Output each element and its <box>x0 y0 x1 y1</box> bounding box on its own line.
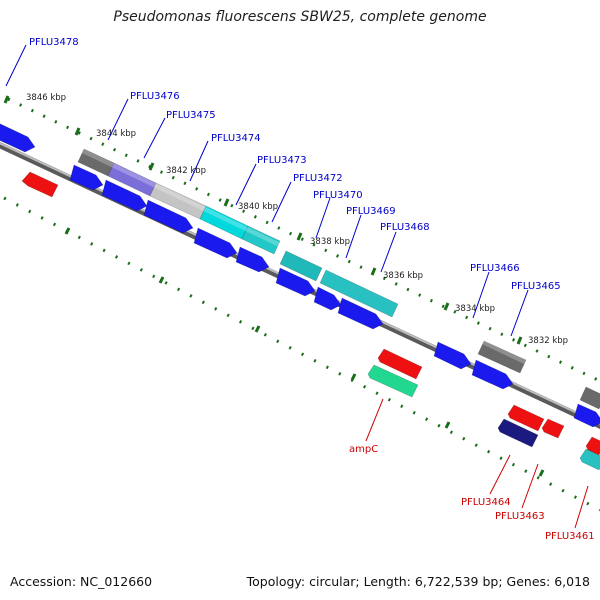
scale-track-inner <box>3 196 600 512</box>
bottom-label-leaders <box>365 398 589 529</box>
gene-PFLU3465[interactable] <box>579 386 600 410</box>
label-ampC[interactable]: ampC <box>349 444 378 455</box>
gene-rev-red-2[interactable] <box>541 418 565 439</box>
label-PFLU3475[interactable]: PFLU3475 <box>166 110 216 121</box>
label-PFLU3478[interactable]: PFLU3478 <box>29 37 79 48</box>
tick-label-3846: 3846 kbp <box>26 93 66 103</box>
gene-fwd-blue-3[interactable] <box>143 199 194 234</box>
gene-PFLU3463[interactable] <box>507 404 545 432</box>
label-PFLU3474[interactable]: PFLU3474 <box>211 133 261 144</box>
label-PFLU3473[interactable]: PFLU3473 <box>257 155 307 166</box>
accession-text: Accession: NC_012660 <box>10 574 153 589</box>
gene-fwd-blue-5[interactable] <box>235 246 270 273</box>
gene-fwd-blue-10[interactable] <box>471 359 514 390</box>
top-gene-labels: PFLU3478 PFLU3476 PFLU3475 PFLU3474 PFLU… <box>29 37 561 292</box>
label-PFLU3465[interactable]: PFLU3465 <box>511 281 561 292</box>
reverse-strand-genes <box>21 171 600 471</box>
gene-PFLU3478[interactable] <box>0 120 36 153</box>
gene-ampC[interactable] <box>367 364 419 398</box>
tick-label-3838: 3838 kbp <box>310 237 350 247</box>
scale-track-outer <box>7 97 600 383</box>
topology-text: Topology: circular; Length: 6,722,539 bp… <box>246 574 590 589</box>
gene-fwd-blue-2[interactable] <box>101 179 148 212</box>
tick-label-3836: 3836 kbp <box>383 271 423 281</box>
gene-fwd-blue-7[interactable] <box>313 286 342 311</box>
gene-ampC-partner[interactable] <box>377 348 423 380</box>
map-title: Pseudomonas fluorescens SBW25, complete … <box>113 9 487 25</box>
label-PFLU3470[interactable]: PFLU3470 <box>313 190 363 201</box>
tick-label-3840: 3840 kbp <box>238 202 278 212</box>
gene-fwd-blue-6[interactable] <box>275 267 316 297</box>
label-PFLU3463[interactable]: PFLU3463 <box>495 511 545 522</box>
forward-strand-genes <box>0 120 600 428</box>
top-label-leaders <box>5 44 529 337</box>
gene-rev-red-1[interactable] <box>21 171 59 198</box>
label-PFLU3466[interactable]: PFLU3466 <box>470 263 520 274</box>
label-PFLU3461[interactable]: PFLU3461 <box>545 531 595 542</box>
label-PFLU3468[interactable]: PFLU3468 <box>380 222 430 233</box>
label-PFLU3469[interactable]: PFLU3469 <box>346 206 396 217</box>
tick-label-3842: 3842 kbp <box>166 166 206 176</box>
label-PFLU3476[interactable]: PFLU3476 <box>130 91 180 102</box>
gene-PFLU3472[interactable] <box>241 225 281 255</box>
tick-label-3834: 3834 kbp <box>455 304 495 314</box>
gene-fwd-blue-9[interactable] <box>433 341 472 370</box>
label-PFLU3472[interactable]: PFLU3472 <box>293 173 343 184</box>
gene-fwd-blue-4[interactable] <box>193 227 238 259</box>
gene-fwd-blue-8[interactable] <box>337 297 384 330</box>
gene-fwd-blue-1[interactable] <box>69 164 104 191</box>
gene-PFLU3469[interactable] <box>319 269 399 318</box>
tick-label-3844: 3844 kbp <box>96 129 136 139</box>
tick-label-3832: 3832 kbp <box>528 336 568 346</box>
kbp-ticks <box>3 95 545 477</box>
bottom-gene-labels: ampC PFLU3464 PFLU3463 PFLU3461 <box>349 444 595 542</box>
gene-fwd-blue-11[interactable] <box>573 403 600 428</box>
gene-rev-cyan[interactable] <box>579 448 600 471</box>
gene-PFLU3464[interactable] <box>497 418 539 448</box>
label-PFLU3464[interactable]: PFLU3464 <box>461 497 511 508</box>
gene-gloss-overlay <box>82 149 526 364</box>
gene-PFLU3461[interactable] <box>585 436 600 456</box>
gene-PFLU3466[interactable] <box>477 340 527 374</box>
kbp-tick-labels: 3846 kbp 3844 kbp 3842 kbp 3840 kbp 3838… <box>26 93 568 346</box>
gene-PFLU3470[interactable] <box>279 250 323 282</box>
